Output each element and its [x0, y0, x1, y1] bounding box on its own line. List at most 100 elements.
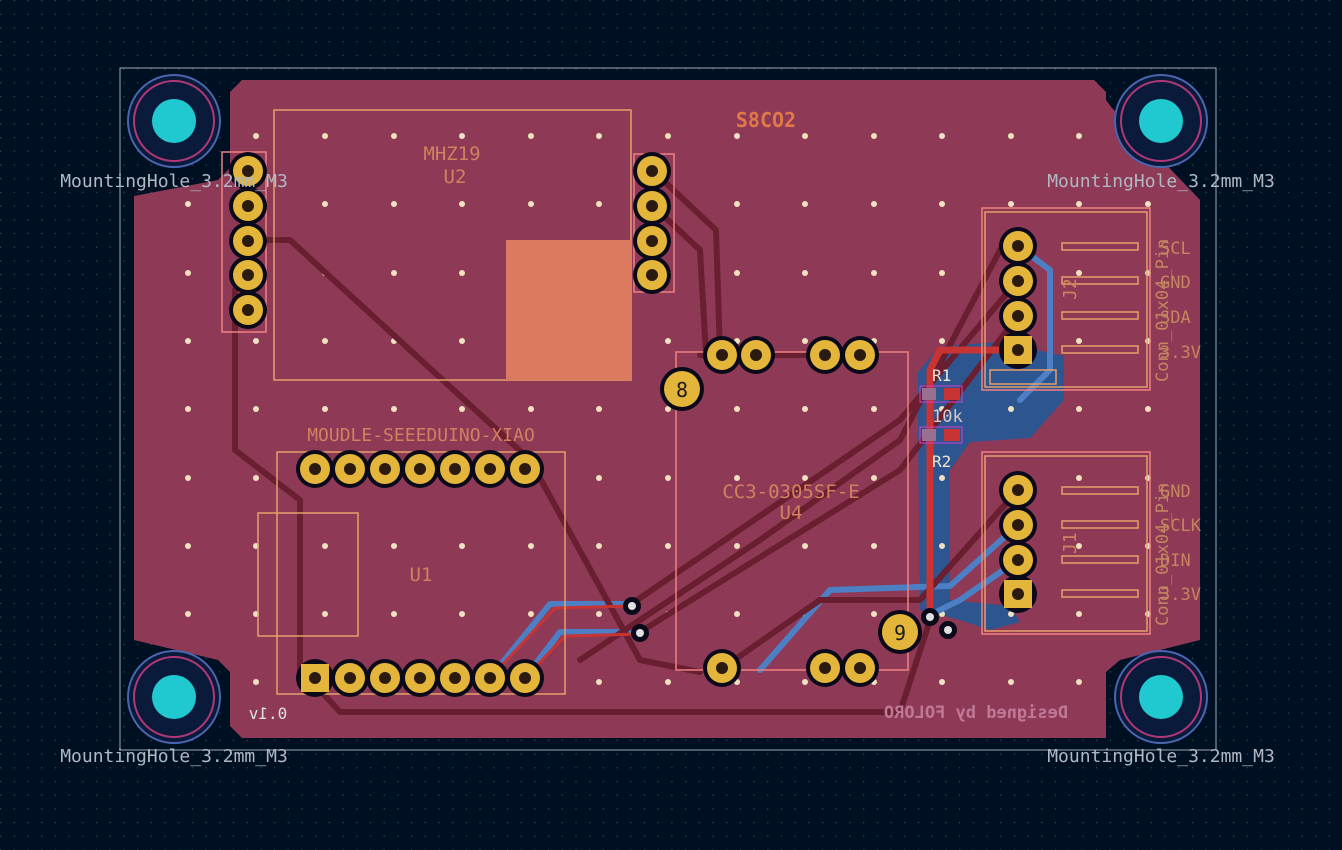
stitch-via: [1145, 406, 1151, 412]
stitch-via: [391, 611, 397, 617]
pad[interactable]: [436, 450, 474, 488]
j2-ref: J2: [1060, 278, 1081, 300]
stitch-via: [185, 611, 191, 617]
pad[interactable]: [401, 659, 439, 697]
pad[interactable]: [506, 450, 544, 488]
stitch-via: [734, 611, 740, 617]
stitch-via: [802, 543, 808, 549]
pad[interactable]: [999, 506, 1037, 544]
j2-pin4-label: 3.3V: [1160, 343, 1201, 363]
pad[interactable]: [366, 450, 404, 488]
mounting-hole-top-right: [1114, 74, 1208, 168]
mounting-hole-br-label: MountingHole_3.2mm_M3: [1047, 746, 1275, 767]
through-hole-pads[interactable]: [229, 152, 1037, 697]
pad[interactable]: [633, 256, 671, 294]
pad[interactable]: [806, 336, 844, 374]
pad[interactable]: [999, 575, 1037, 613]
stitch-via: [802, 475, 808, 481]
stitch-via: [665, 406, 671, 412]
pad[interactable]: [366, 659, 404, 697]
pad[interactable]: [806, 649, 844, 687]
pad[interactable]: [999, 297, 1037, 335]
stitch-via: [939, 543, 945, 549]
pad[interactable]: [229, 222, 267, 260]
pad[interactable]: [841, 336, 879, 374]
stitch-via: [665, 543, 671, 549]
stitch-via: [1008, 679, 1014, 685]
pad[interactable]: [737, 336, 775, 374]
board-credit: Designed by FOLORO: [884, 703, 1068, 723]
stitch-via: [322, 406, 328, 412]
mounting-hole-bottom-left: [127, 650, 221, 744]
pad[interactable]: [229, 152, 267, 190]
pad[interactable]: [999, 471, 1037, 509]
stitch-via: [734, 133, 740, 139]
pad[interactable]: [229, 291, 267, 329]
numbered-pads[interactable]: 8 9: [660, 367, 922, 654]
stitch-via: [939, 201, 945, 207]
pad[interactable]: [436, 659, 474, 697]
j1-value: Conn_01x04_Pin: [1153, 483, 1173, 626]
pad[interactable]: [229, 256, 267, 294]
stitch-via: [1008, 406, 1014, 412]
stitch-via: [185, 270, 191, 276]
pad-8-label: 8: [676, 378, 688, 402]
pad[interactable]: [999, 262, 1037, 300]
u1-value: MOUDLE-SEEEDUINO-XIAO: [307, 425, 535, 446]
pad[interactable]: [229, 187, 267, 225]
stitch-via: [391, 270, 397, 276]
pad[interactable]: [999, 331, 1037, 369]
stitch-via: [734, 475, 740, 481]
pad[interactable]: [841, 649, 879, 687]
pad[interactable]: [331, 450, 369, 488]
pad[interactable]: [633, 222, 671, 260]
stitch-via: [1008, 133, 1014, 139]
pad-9-label: 9: [894, 621, 906, 645]
pad[interactable]: [999, 227, 1037, 265]
pad[interactable]: [633, 187, 671, 225]
j1-ref: J1: [1060, 532, 1081, 554]
pad[interactable]: [296, 450, 334, 488]
j1-pin1-label: GND: [1160, 482, 1191, 502]
stitch-via: [596, 679, 602, 685]
stitch-via: [1076, 679, 1082, 685]
stitch-via: [939, 679, 945, 685]
pad[interactable]: [633, 152, 671, 190]
stitch-via: [871, 270, 877, 276]
pad[interactable]: [703, 649, 741, 687]
stitch-via: [802, 338, 808, 344]
j2-value: Conn_01x04_Pin: [1153, 239, 1173, 382]
stitch-via: [939, 338, 945, 344]
pad[interactable]: [471, 450, 509, 488]
j1-pin4-label: 3.3V: [1160, 585, 1201, 605]
pad[interactable]: [506, 659, 544, 697]
pad[interactable]: [296, 659, 334, 697]
stitch-via: [871, 611, 877, 617]
u1-ref: U1: [410, 564, 433, 586]
stitch-via: [322, 133, 328, 139]
stitch-via: [185, 338, 191, 344]
back-copper-zone: [918, 342, 1064, 630]
mounting-hole-bl-label: MountingHole_3.2mm_M3: [60, 746, 288, 767]
stitch-via: [322, 201, 328, 207]
stitch-via: [253, 338, 259, 344]
pad[interactable]: [471, 659, 509, 697]
stitch-via: [1076, 406, 1082, 412]
j2-pin2-label: GND: [1160, 273, 1191, 293]
pad[interactable]: [999, 541, 1037, 579]
stitch-via: [459, 611, 465, 617]
smd-resistors[interactable]: [919, 385, 963, 444]
pad[interactable]: [401, 450, 439, 488]
pad[interactable]: [703, 336, 741, 374]
stitch-via: [185, 201, 191, 207]
stitch-via: [528, 201, 534, 207]
stitch-via: [1076, 611, 1082, 617]
u2-value: MHZ19: [423, 143, 480, 165]
u2-ref: U2: [444, 166, 467, 188]
mhz19-thermal-pad: [506, 240, 632, 380]
pad[interactable]: [331, 659, 369, 697]
stitch-via: [322, 543, 328, 549]
mounting-hole-tr-label: MountingHole_3.2mm_M3: [1047, 171, 1275, 192]
